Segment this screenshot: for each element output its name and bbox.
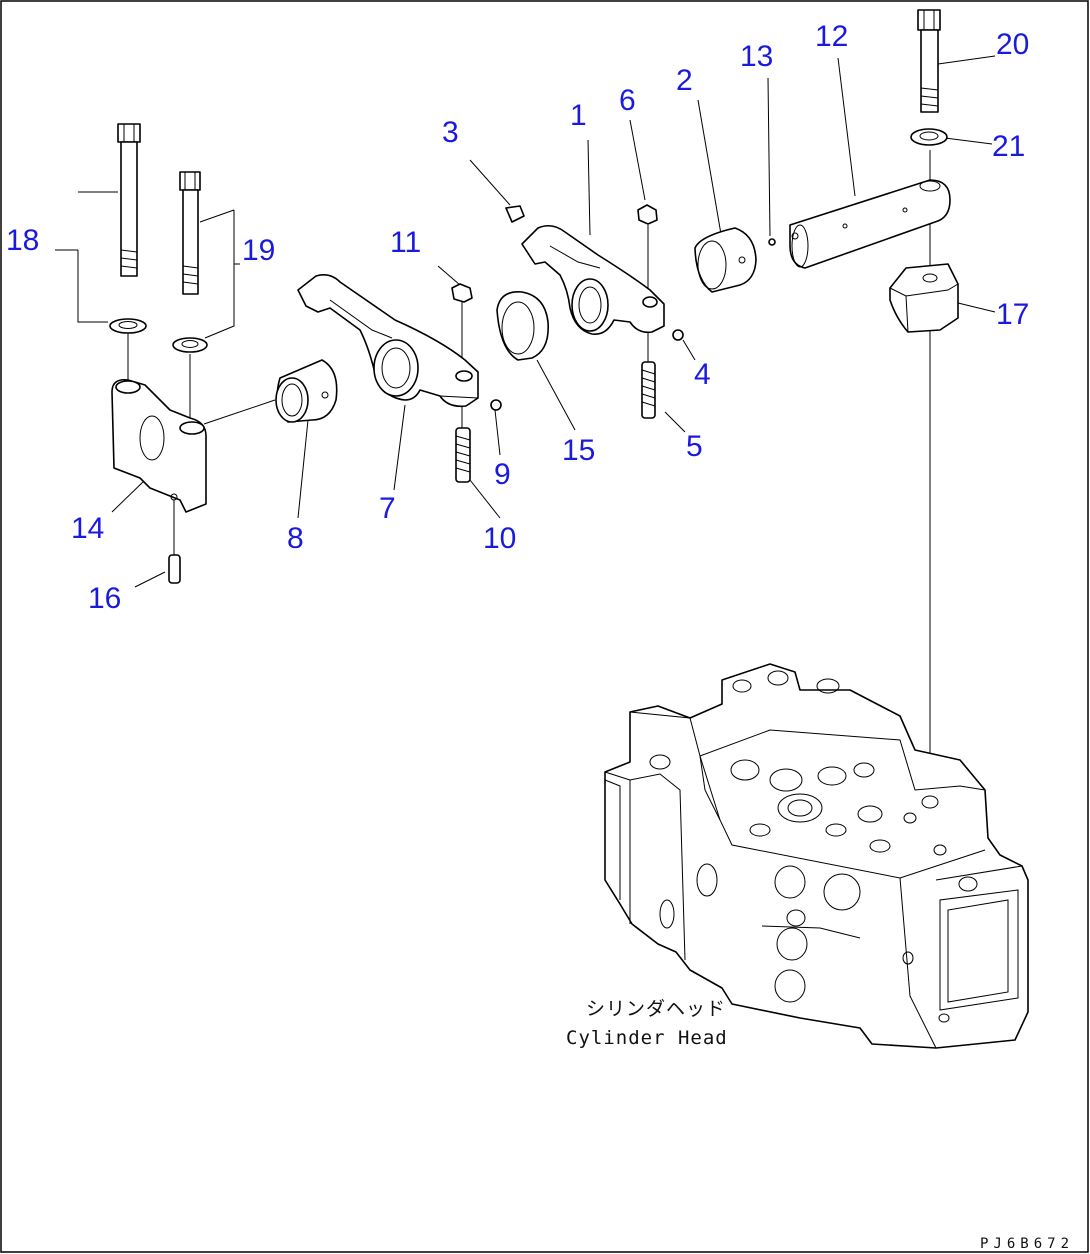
label-4: 4 [694,358,711,391]
part-21-washer [910,128,948,146]
part-2-bushing [694,227,757,293]
label-11: 11 [390,226,421,259]
label-7: 7 [379,492,396,525]
part-10-screw [455,427,471,483]
label-20: 20 [996,28,1029,61]
label-16: 16 [88,582,121,615]
label-9: 9 [494,458,511,491]
drawing-code: PJ6B672 [980,1236,1074,1252]
label-21: 21 [992,130,1025,163]
part-19-bolt [172,171,208,353]
part-18-bolt [109,123,147,334]
label-13: 13 [740,40,773,73]
part-6-nut [637,204,658,225]
part-9-ball [490,399,502,411]
label-6: 6 [619,84,636,117]
part-8-bushing [275,359,338,423]
cylinder-head [604,663,1029,1049]
part-17-block [889,263,959,333]
label-5: 5 [686,430,703,463]
part-14-support [111,378,207,513]
label-19: 19 [242,234,275,267]
label-18: 18 [6,224,39,257]
label-8: 8 [287,522,304,555]
label-12: 12 [815,20,848,53]
part-13-ball [768,238,776,246]
label-15: 15 [562,434,595,467]
label-2: 2 [676,64,693,97]
part-11-nut [451,283,473,303]
part-1-rocker-arm [521,224,665,336]
part-15-spacer [496,291,549,361]
part-4-ball [672,329,684,341]
label-3: 3 [442,116,459,149]
label-17: 17 [996,298,1029,331]
part-7-rocker-arm [297,274,479,408]
callout-labels: 1 2 3 4 5 6 7 8 9 10 11 12 13 14 15 16 1… [6,20,1029,615]
part-16-pin [168,554,181,584]
leader-lines [55,55,996,790]
label-10: 10 [483,522,516,555]
part-20-bolt [917,9,941,113]
part-12-shaft [789,179,951,269]
caption-japanese: シリンダヘッド [586,998,726,1020]
part-5-screw [641,361,656,419]
part-3-plug [505,205,525,223]
caption-english: Cylinder Head [566,1027,728,1049]
label-14: 14 [71,512,104,545]
label-1: 1 [570,99,587,132]
